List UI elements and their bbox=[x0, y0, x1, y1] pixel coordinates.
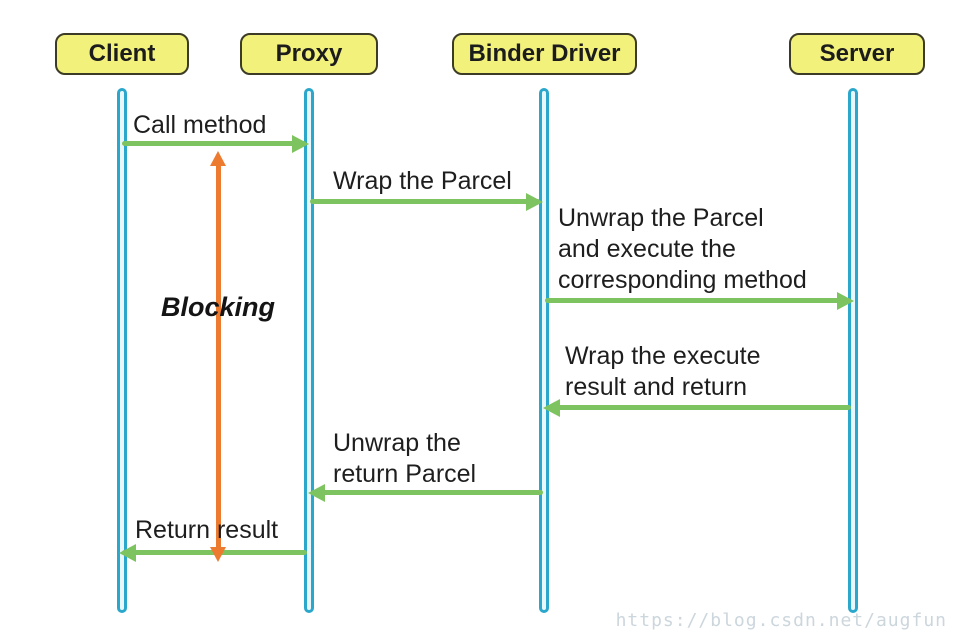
message-label-wrap-result-return: Wrap the execute result and return bbox=[565, 342, 761, 401]
arrow-head-left-icon bbox=[119, 543, 136, 562]
message-label-unwrap-return-parcel: Unwrap the return Parcel bbox=[333, 429, 477, 488]
message-label-return-result: Return result bbox=[135, 516, 279, 544]
watermark-url: https://blog.csdn.net/augfun bbox=[615, 610, 947, 631]
arrow-head-up-icon bbox=[210, 151, 226, 166]
arrow-head-right-icon bbox=[292, 134, 309, 153]
blocking-arrow-shaft bbox=[215, 164, 221, 549]
lifeline-client bbox=[117, 88, 127, 613]
message-label-call-method: Call method bbox=[133, 111, 267, 139]
message-label-wrap-parcel: Wrap the Parcel bbox=[333, 167, 512, 195]
arrow-wrap-result-return bbox=[543, 398, 851, 417]
actor-box-server: Server bbox=[789, 33, 925, 75]
arrow-call-method bbox=[122, 134, 309, 153]
arrow-head-left-icon bbox=[543, 398, 560, 417]
arrow-head-right-icon bbox=[837, 291, 854, 310]
arrow-unwrap-execute bbox=[545, 291, 854, 310]
actor-box-client: Client bbox=[55, 33, 189, 75]
lifeline-binder-driver bbox=[539, 88, 549, 613]
arrow-head-right-icon bbox=[526, 192, 543, 211]
arrow-head-down-icon bbox=[210, 547, 226, 562]
lifeline-server bbox=[848, 88, 858, 613]
blocking-label: Blocking bbox=[161, 292, 276, 322]
actor-label-server: Server bbox=[819, 40, 895, 67]
message-label-unwrap-execute: Unwrap the Parcel and execute the corres… bbox=[558, 204, 807, 294]
arrow-wrap-parcel bbox=[310, 192, 543, 211]
actor-label-binder-driver: Binder Driver bbox=[468, 40, 621, 67]
actor-box-proxy: Proxy bbox=[240, 33, 378, 75]
arrow-head-left-icon bbox=[308, 483, 325, 502]
actor-label-proxy: Proxy bbox=[275, 40, 343, 67]
actor-box-binder-driver: Binder Driver bbox=[452, 33, 637, 75]
blocking-span-arrow bbox=[210, 151, 226, 562]
arrow-unwrap-return-parcel bbox=[308, 483, 543, 502]
lifeline-proxy bbox=[304, 88, 314, 613]
actor-label-client: Client bbox=[88, 40, 156, 67]
